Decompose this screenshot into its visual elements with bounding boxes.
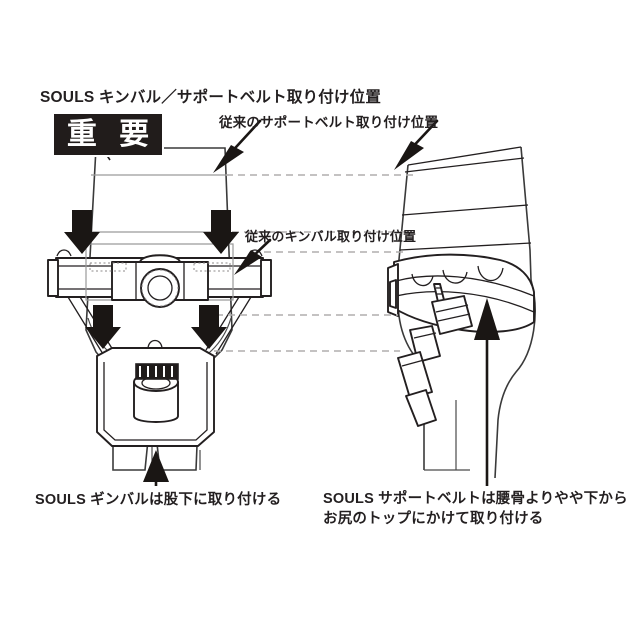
status-badge-important: 重 要 — [52, 112, 164, 157]
alignment-guides — [214, 174, 414, 352]
caption-belt-line1: SOULS サポートベルトは腰骨よりやや下から — [323, 491, 628, 507]
arrow-legacy-belt-left — [213, 119, 262, 173]
arrow-legacy-belt-right — [394, 119, 439, 170]
caption-belt-line2: お尻のトップにかけて取り付ける — [323, 510, 544, 527]
arrow-souls-gimbal-left-lower — [85, 305, 121, 349]
arrow-souls-belt-right-upper — [203, 210, 239, 254]
front-view-gimbal-pad — [96, 339, 215, 447]
label-legacy-belt-position: 従来のサポートベルト取り付け位置 — [219, 115, 439, 130]
arrow-belt-caption — [474, 298, 500, 486]
caption-belt-mount: SOULS サポートベルトは腰骨よりやや下から お尻のトップにかけて取り付ける — [323, 490, 628, 529]
label-legacy-gimbal-position: 従来のキンバル取り付け位置 — [245, 229, 417, 244]
arrow-souls-belt-left-upper — [64, 210, 100, 254]
caption-gimbal-mount: SOULS ギンバルは股下に取り付ける — [35, 492, 282, 508]
front-view-gimbal-unit — [85, 243, 234, 308]
arrow-souls-gimbal-right-lower — [191, 305, 227, 349]
page-title: SOULS キンバル／サポートベルト取り付け位置 — [40, 89, 382, 106]
arrow-legacy-gimbal — [234, 238, 272, 275]
arrow-gimbal-caption — [143, 450, 169, 486]
side-view-support-belt — [387, 253, 535, 427]
side-view-waistband — [399, 146, 532, 251]
